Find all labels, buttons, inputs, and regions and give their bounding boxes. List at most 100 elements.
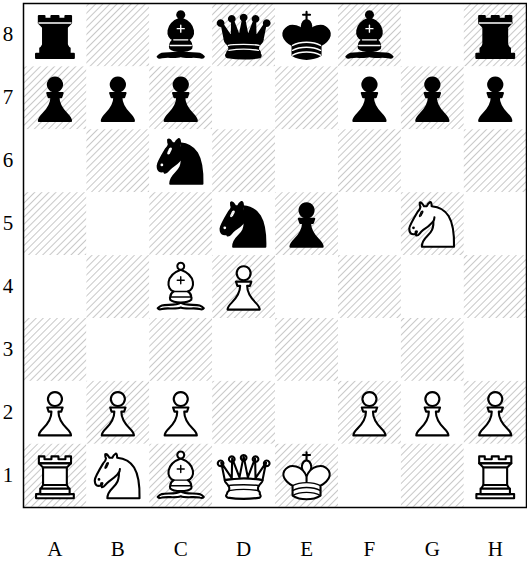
light-square xyxy=(149,4,212,67)
dark-square xyxy=(149,444,212,507)
piece-outline xyxy=(479,22,511,23)
piece-outline xyxy=(481,485,509,488)
file-letter: F xyxy=(364,539,376,560)
black-rook xyxy=(476,16,514,58)
white-bishop xyxy=(158,263,204,310)
dark-square xyxy=(86,255,149,318)
dark-square xyxy=(212,255,275,318)
piece-outline xyxy=(283,26,329,59)
piece-outline xyxy=(425,392,439,406)
piece-outline xyxy=(479,463,511,464)
piece-outline xyxy=(43,468,67,485)
piece-outline xyxy=(177,11,184,18)
black-pawn xyxy=(39,78,71,121)
piece-outline xyxy=(283,466,329,499)
white-pawn xyxy=(165,392,197,435)
light-square xyxy=(149,129,212,192)
light-square xyxy=(149,255,212,318)
black-bishop xyxy=(158,11,204,58)
piece-outline xyxy=(39,463,71,464)
piece-outline xyxy=(228,44,259,50)
light-square xyxy=(401,255,464,318)
board-border xyxy=(24,4,527,508)
light-square xyxy=(212,318,275,381)
piece-outline xyxy=(161,148,171,165)
white-pawn xyxy=(479,392,511,435)
light-square xyxy=(24,129,87,192)
piece-outline xyxy=(353,407,385,435)
piece-outline xyxy=(413,211,423,228)
dark-square xyxy=(401,192,464,255)
rank-number: 6 xyxy=(3,150,14,171)
piece-outline xyxy=(168,18,193,51)
piece-outline xyxy=(293,42,321,55)
piece-outline xyxy=(225,479,263,499)
piece-outline xyxy=(41,45,69,48)
piece-outline xyxy=(224,211,234,228)
piece-outline xyxy=(158,491,204,498)
rank-number: 5 xyxy=(3,213,14,234)
light-square xyxy=(212,192,275,255)
piece-outline xyxy=(111,392,125,406)
piece-outline xyxy=(479,93,511,121)
dark-square xyxy=(275,444,338,507)
light-square xyxy=(86,444,149,507)
white-pawn xyxy=(228,266,260,309)
light-square xyxy=(401,4,464,67)
dark-square xyxy=(275,318,338,381)
piece-outline xyxy=(41,485,69,488)
dark-square xyxy=(464,381,527,444)
dark-square xyxy=(338,129,401,192)
piece-outline xyxy=(39,456,71,463)
black-pawn xyxy=(416,78,448,121)
dark-square xyxy=(401,318,464,381)
piece-outline xyxy=(483,468,507,485)
piece-outline xyxy=(170,25,191,45)
white-pawn xyxy=(416,392,448,435)
piece-outline xyxy=(416,407,448,435)
light-square xyxy=(338,192,401,255)
piece-outline xyxy=(168,458,193,491)
light-square xyxy=(464,318,527,381)
light-square xyxy=(338,318,401,381)
piece-outline xyxy=(366,11,373,18)
dark-square xyxy=(86,129,149,192)
white-pawn xyxy=(39,392,71,435)
dark-square xyxy=(338,255,401,318)
piece-outline xyxy=(221,16,266,40)
white-bishop xyxy=(158,451,204,498)
file-letter: H xyxy=(488,539,503,560)
light-square xyxy=(24,255,87,318)
light-square xyxy=(149,381,212,444)
file-letter: A xyxy=(47,539,62,560)
light-square xyxy=(86,66,149,129)
file-letter: C xyxy=(174,539,188,560)
dark-square xyxy=(464,129,527,192)
piece-outline xyxy=(479,407,511,435)
dark-square xyxy=(464,255,527,318)
piece-outline xyxy=(165,93,197,121)
piece-outline xyxy=(488,78,502,92)
light-square xyxy=(212,444,275,507)
piece-outline xyxy=(158,303,204,310)
light-square xyxy=(86,192,149,255)
dark-square xyxy=(24,192,87,255)
piece-outline xyxy=(111,78,125,92)
piece-outline xyxy=(359,25,380,45)
light-square xyxy=(275,381,338,444)
light-square xyxy=(464,192,527,255)
piece-outline xyxy=(158,51,204,58)
piece-outline xyxy=(39,93,71,121)
white-queen xyxy=(218,455,270,499)
piece-outline xyxy=(237,266,251,280)
piece-outline xyxy=(409,202,434,236)
piece-outline xyxy=(416,93,448,121)
piece-outline xyxy=(225,38,263,58)
dark-square xyxy=(212,381,275,444)
dark-square xyxy=(401,444,464,507)
dark-square xyxy=(212,4,275,67)
piece-outline xyxy=(168,270,193,303)
black-rook xyxy=(36,16,74,58)
file-letter: D xyxy=(236,539,251,560)
black-bishop xyxy=(346,11,392,58)
